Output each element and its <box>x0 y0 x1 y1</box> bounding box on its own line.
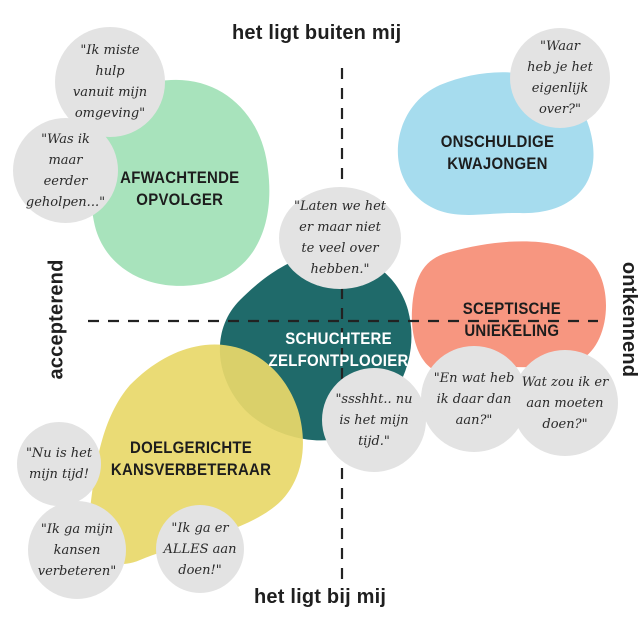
quote-bubble-onschuldige-1: "Waar heb je het eigenlijk over?" <box>510 28 610 128</box>
quote-text: "Waar heb je het eigenlijk over?" <box>527 39 593 117</box>
quote-bubble-doelgerichte-2: "Ik ga mijn kansen verbeteren" <box>28 501 126 599</box>
quote-text: "Ik ga mijn kansen verbeteren" <box>37 521 117 579</box>
axis-label-right: ontkennend <box>618 261 641 378</box>
group-title-afwachtende: AFWACHTENDE OPVOLGER <box>120 168 240 209</box>
blob-sceptische <box>411 241 607 374</box>
quote-text: "Was ik maar eerder geholpen..." <box>25 131 106 210</box>
quote-bubble-schuchtere-2: "ssshht.. nu is het mijn tijd." <box>322 368 426 472</box>
quote-bubble-schuchtere-1: "Laten we het er maar niet te veel over … <box>279 187 401 289</box>
group-title-sceptische: SCEPTISCHE UNIEKELING <box>462 299 561 340</box>
group-title-onschuldige: ONSCHULDIGE KWAJONGEN <box>440 132 555 173</box>
quote-text: "Laten we het er maar niet te veel over … <box>293 199 387 277</box>
quote-bubble-afwachtende-2: "Was ik maar eerder geholpen..." <box>13 118 118 223</box>
group-title-doelgerichte: DOELGERICHTE KANSVERBETERAAR <box>110 438 272 479</box>
quote-bubble-doelgerichte-1: "Nu is het mijn tijd! <box>17 422 101 506</box>
blob-afwachtende <box>90 79 270 286</box>
axis-label-bottom: het ligt bij mij <box>254 586 387 608</box>
quote-text: "Ik ga er ALLES aan doen!" <box>163 520 237 578</box>
quote-text: "ssshht.. nu is het mijn tijd." <box>335 391 413 449</box>
quote-text: Wat zou ik er aan moeten doen?" <box>521 374 609 432</box>
group-title-schuchtere: SCHUCHTERE ZELFONTPLOOIER <box>268 329 409 370</box>
quote-bubble-sceptische-1: "En wat heb ik daar dan aan?" <box>421 346 527 452</box>
blob-doelgerichte <box>89 344 303 564</box>
quote-text: "Ik miste hulp vanuit mijn omgeving" <box>72 43 148 121</box>
quote-bubble-sceptische-2: Wat zou ik er aan moeten doen?" <box>512 350 618 456</box>
quote-bubble-doelgerichte-3: "Ik ga er ALLES aan doen!" <box>156 505 244 593</box>
quote-text: "Nu is het mijn tijd! <box>25 446 93 482</box>
quote-bubble-afwachtende-1: "Ik miste hulp vanuit mijn omgeving" <box>55 27 165 137</box>
axis-label-left: accepterend <box>45 259 68 380</box>
quote-text: "En wat heb ik daar dan aan?" <box>433 370 515 428</box>
axis-label-top: het ligt buiten mij <box>232 22 402 44</box>
